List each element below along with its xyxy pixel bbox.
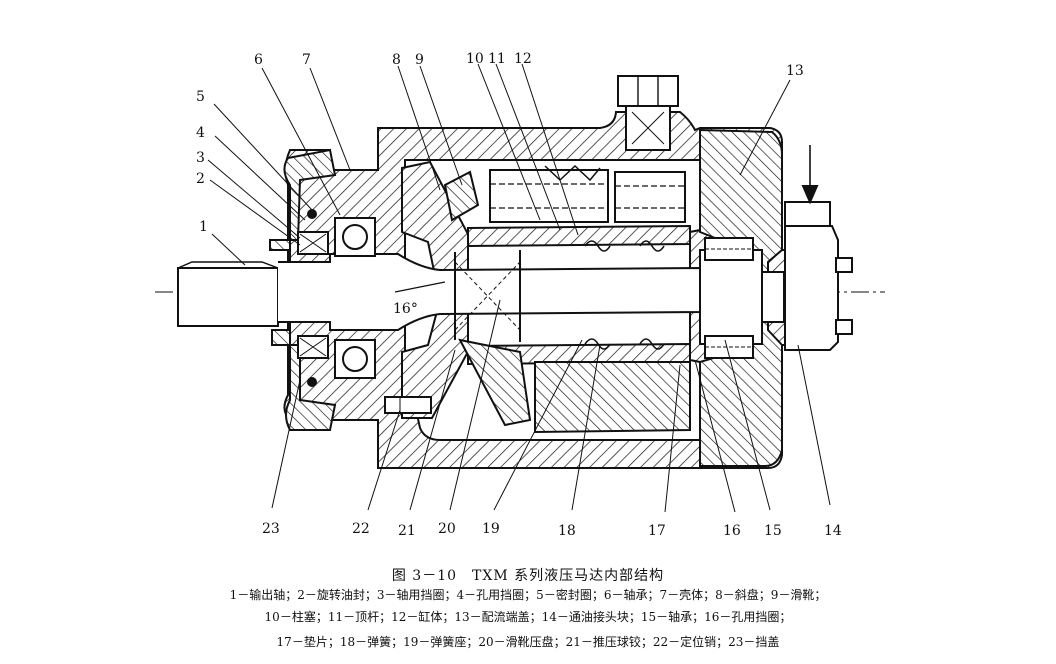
- legend-line-2: 10－柱塞；11－顶杆；12－缸体；13－配流端盖；14－通油接头块；15－轴承…: [264, 610, 792, 624]
- locating-pin: [384, 396, 432, 414]
- output-shaft: [177, 267, 279, 327]
- port-block-body: [784, 225, 839, 351]
- callout-19: 19: [482, 521, 500, 537]
- callout-23: 23: [262, 521, 280, 537]
- spring-lower: [584, 338, 665, 350]
- callout-16: 16: [723, 523, 741, 539]
- callout-20: 20: [438, 521, 456, 537]
- slipper: [443, 170, 480, 222]
- callout-12: 12: [514, 51, 532, 67]
- callout-5: 5: [196, 89, 205, 105]
- callout-15: 15: [764, 523, 782, 539]
- callout-6: 6: [254, 52, 263, 68]
- callout-1: 1: [199, 219, 208, 235]
- callout-7: 7: [302, 52, 311, 68]
- legend-line-3: 17－垫片；18－弹簧；19－弹簧座；20－滑靴压盘；21－推压球铰；22－定位…: [276, 635, 780, 649]
- front-flange: [269, 148, 337, 431]
- callout-3: 3: [196, 150, 205, 166]
- shoe-plate: [458, 338, 532, 427]
- motor-cross-section: [155, 63, 885, 513]
- legend-line-1: 1－输出轴；2－旋转油封；3－轴用挡圈；4－孔用挡圈；5－密封圈；6－轴承；7－…: [229, 588, 827, 602]
- callout-17: 17: [648, 523, 666, 539]
- piston-upper: [489, 169, 609, 223]
- port-block: [784, 201, 831, 227]
- callout-8: 8: [392, 52, 401, 68]
- callout-9: 9: [415, 52, 424, 68]
- callout-18: 18: [558, 523, 576, 539]
- spring-upper: [584, 240, 665, 252]
- callout-22: 22: [352, 521, 370, 537]
- cylinder-block-hatch: [467, 224, 691, 248]
- callout-21: 21: [398, 523, 416, 539]
- top-bolt: [617, 75, 679, 107]
- swash-angle-label: 16°: [393, 301, 418, 317]
- callout-4: 4: [196, 125, 205, 141]
- callout-2: 2: [196, 171, 205, 187]
- callout-10: 10: [466, 51, 484, 67]
- figure-caption-title: 图 3－10 TXM 系列液压马达内部结构: [391, 568, 665, 584]
- swashplate: [401, 160, 471, 419]
- callout-14: 14: [824, 523, 842, 539]
- callout-13: 13: [786, 63, 804, 79]
- callout-11: 11: [488, 51, 506, 67]
